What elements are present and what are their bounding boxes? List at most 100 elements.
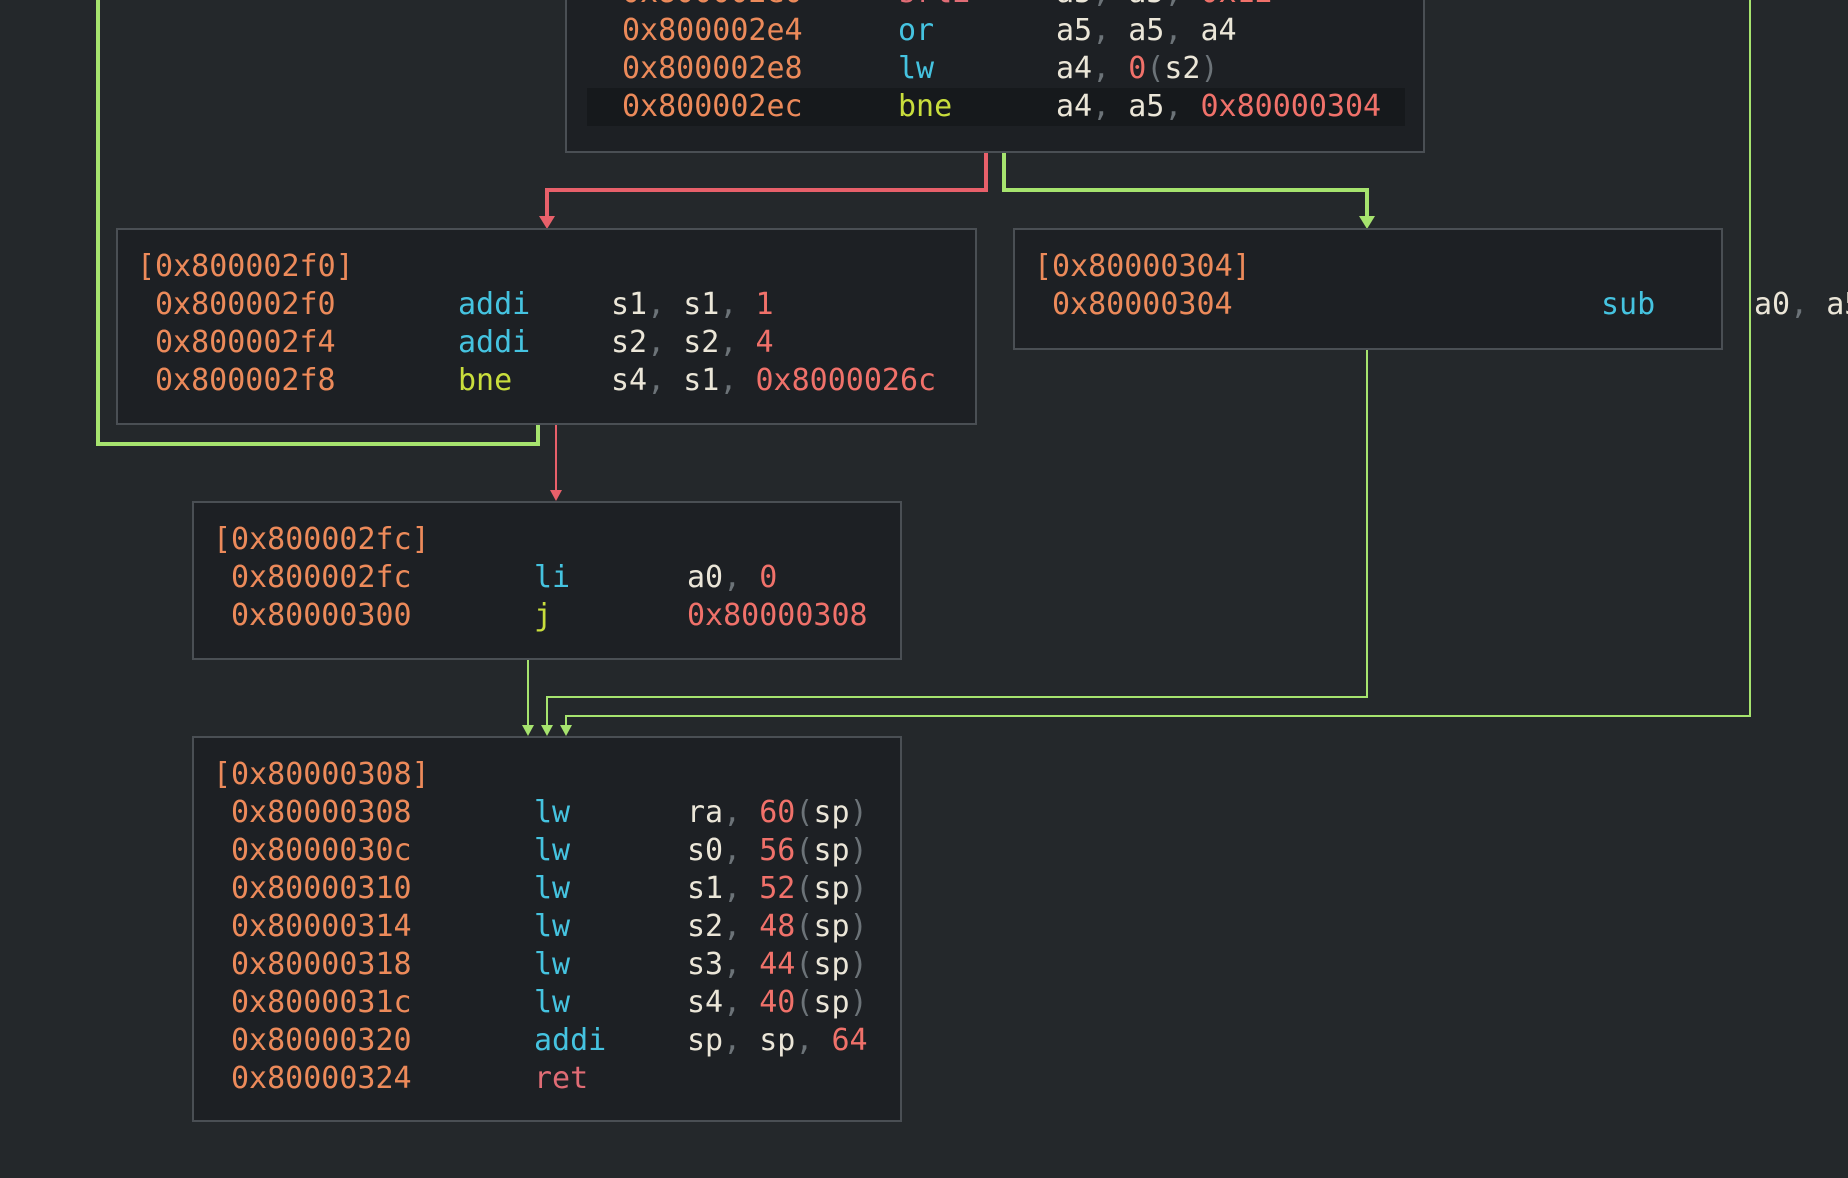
operand-punct: ,: [723, 871, 742, 906]
operand-imm: 0: [759, 560, 778, 595]
operand-reg: sp: [813, 795, 850, 830]
instruction-address: 0x800002f8: [155, 363, 336, 398]
operand-punct: ,: [1092, 89, 1111, 124]
instruction-row[interactable]: 0x800002f0 addi s1, s1, 1: [118, 286, 975, 324]
operand-punct: ,: [647, 325, 666, 360]
operand-punct: ,: [1790, 287, 1809, 322]
operand-imm: 0x80000304: [1200, 89, 1382, 124]
operand-reg: sp: [687, 1023, 724, 1058]
operand-punct: ,: [1164, 0, 1182, 10]
operand-reg: sp: [813, 833, 850, 868]
instruction-row[interactable]: 0x8000030c lw s0, 56(sp): [194, 832, 900, 870]
instruction-address: 0x80000308: [231, 795, 412, 830]
operand-punct: (: [1146, 51, 1165, 86]
instruction-address: 0x800002f0: [155, 287, 336, 322]
instruction-operands: a0, 0: [687, 559, 777, 597]
operand-reg: ra: [687, 795, 724, 830]
instruction-operands: s2, s2, 4: [611, 324, 774, 362]
instruction-mnemonic: ret: [534, 1061, 589, 1096]
operand-reg: a5: [1056, 13, 1093, 48]
instruction-address: 0x80000300: [231, 598, 412, 633]
instruction-mnemonic: lw: [534, 833, 571, 868]
operand-punct: (: [795, 909, 814, 944]
operand-punct: ,: [723, 947, 742, 982]
instruction-address: 0x80000304: [1052, 287, 1233, 322]
edge-true-top: [1002, 152, 1369, 218]
operand-reg: s0: [687, 833, 724, 868]
instruction-mnemonic: or: [898, 13, 935, 48]
instruction-address: 0x800002fc: [231, 560, 412, 595]
operand-reg: s1: [683, 287, 720, 322]
instruction-address: 0x800002f4: [155, 325, 336, 360]
edge-304-308-arrow: [541, 725, 553, 736]
edge-false-2f0-arrow: [550, 490, 562, 501]
instruction-mnemonic: sub: [1601, 287, 1656, 322]
instruction-operands: a4, a5, 0x80000304: [1056, 88, 1381, 126]
code-block-0x800002e0[interactable]: 0x800002e0srlia5, a5, 0x120x800002e4ora5…: [565, 0, 1425, 153]
instruction-address: 0x8000030c: [231, 833, 412, 868]
block-label: [0x800002fc]: [213, 522, 430, 557]
operand-reg: sp: [813, 985, 850, 1020]
operand-reg: a0: [687, 560, 724, 595]
operand-reg: sp: [759, 1023, 796, 1058]
edge-right-308: [565, 0, 1751, 727]
operand-punct: ,: [723, 909, 742, 944]
edge-304-308: [546, 350, 1368, 727]
operand-reg: a5: [1826, 287, 1848, 322]
instruction-row[interactable]: 0x800002e0srlia5, a5, 0x12: [567, 0, 1423, 12]
operand-punct: ,: [723, 1023, 742, 1058]
operand-punct: ,: [1092, 13, 1111, 48]
operand-punct: (: [795, 833, 814, 868]
instruction-mnemonic: srli: [898, 0, 970, 12]
operand-reg: s2: [1164, 51, 1201, 86]
operand-punct: (: [795, 985, 814, 1020]
instruction-operands: s1, 52(sp): [687, 870, 868, 908]
operand-punct: ,: [719, 363, 738, 398]
instruction-address: 0x80000310: [231, 871, 412, 906]
operand-reg: sp: [813, 947, 850, 982]
operand-reg: s4: [687, 985, 724, 1020]
edge-loop-back: [96, 0, 540, 446]
operand-imm: 4: [755, 325, 774, 360]
instruction-operands: s1, s1, 1: [611, 286, 774, 324]
operand-imm: 0x80000308: [687, 598, 868, 633]
instruction-operands: s0, 56(sp): [687, 832, 868, 870]
instruction-address: 0x80000324: [231, 1061, 412, 1096]
operand-punct: ,: [647, 287, 666, 322]
instruction-address: 0x800002ec: [622, 89, 803, 124]
instruction-address: 0x800002e4: [622, 13, 803, 48]
instruction-operands: ra, 60(sp): [687, 794, 868, 832]
operand-reg: a5: [1128, 89, 1165, 124]
edge-2fc-308-arrow: [522, 725, 534, 736]
operand-punct: ): [849, 985, 868, 1020]
operand-reg: sp: [813, 909, 850, 944]
operand-punct: ): [849, 947, 868, 982]
instruction-address: 0x800002e0: [622, 0, 803, 12]
instruction-row[interactable]: 0x80000324 ret: [194, 1060, 900, 1098]
operand-reg: s1: [611, 287, 648, 322]
operand-punct: (: [795, 947, 814, 982]
edge-right-308-arrow: [560, 725, 572, 736]
instruction-mnemonic: addi: [458, 287, 531, 322]
edge-false-top-arrow: [539, 216, 555, 229]
